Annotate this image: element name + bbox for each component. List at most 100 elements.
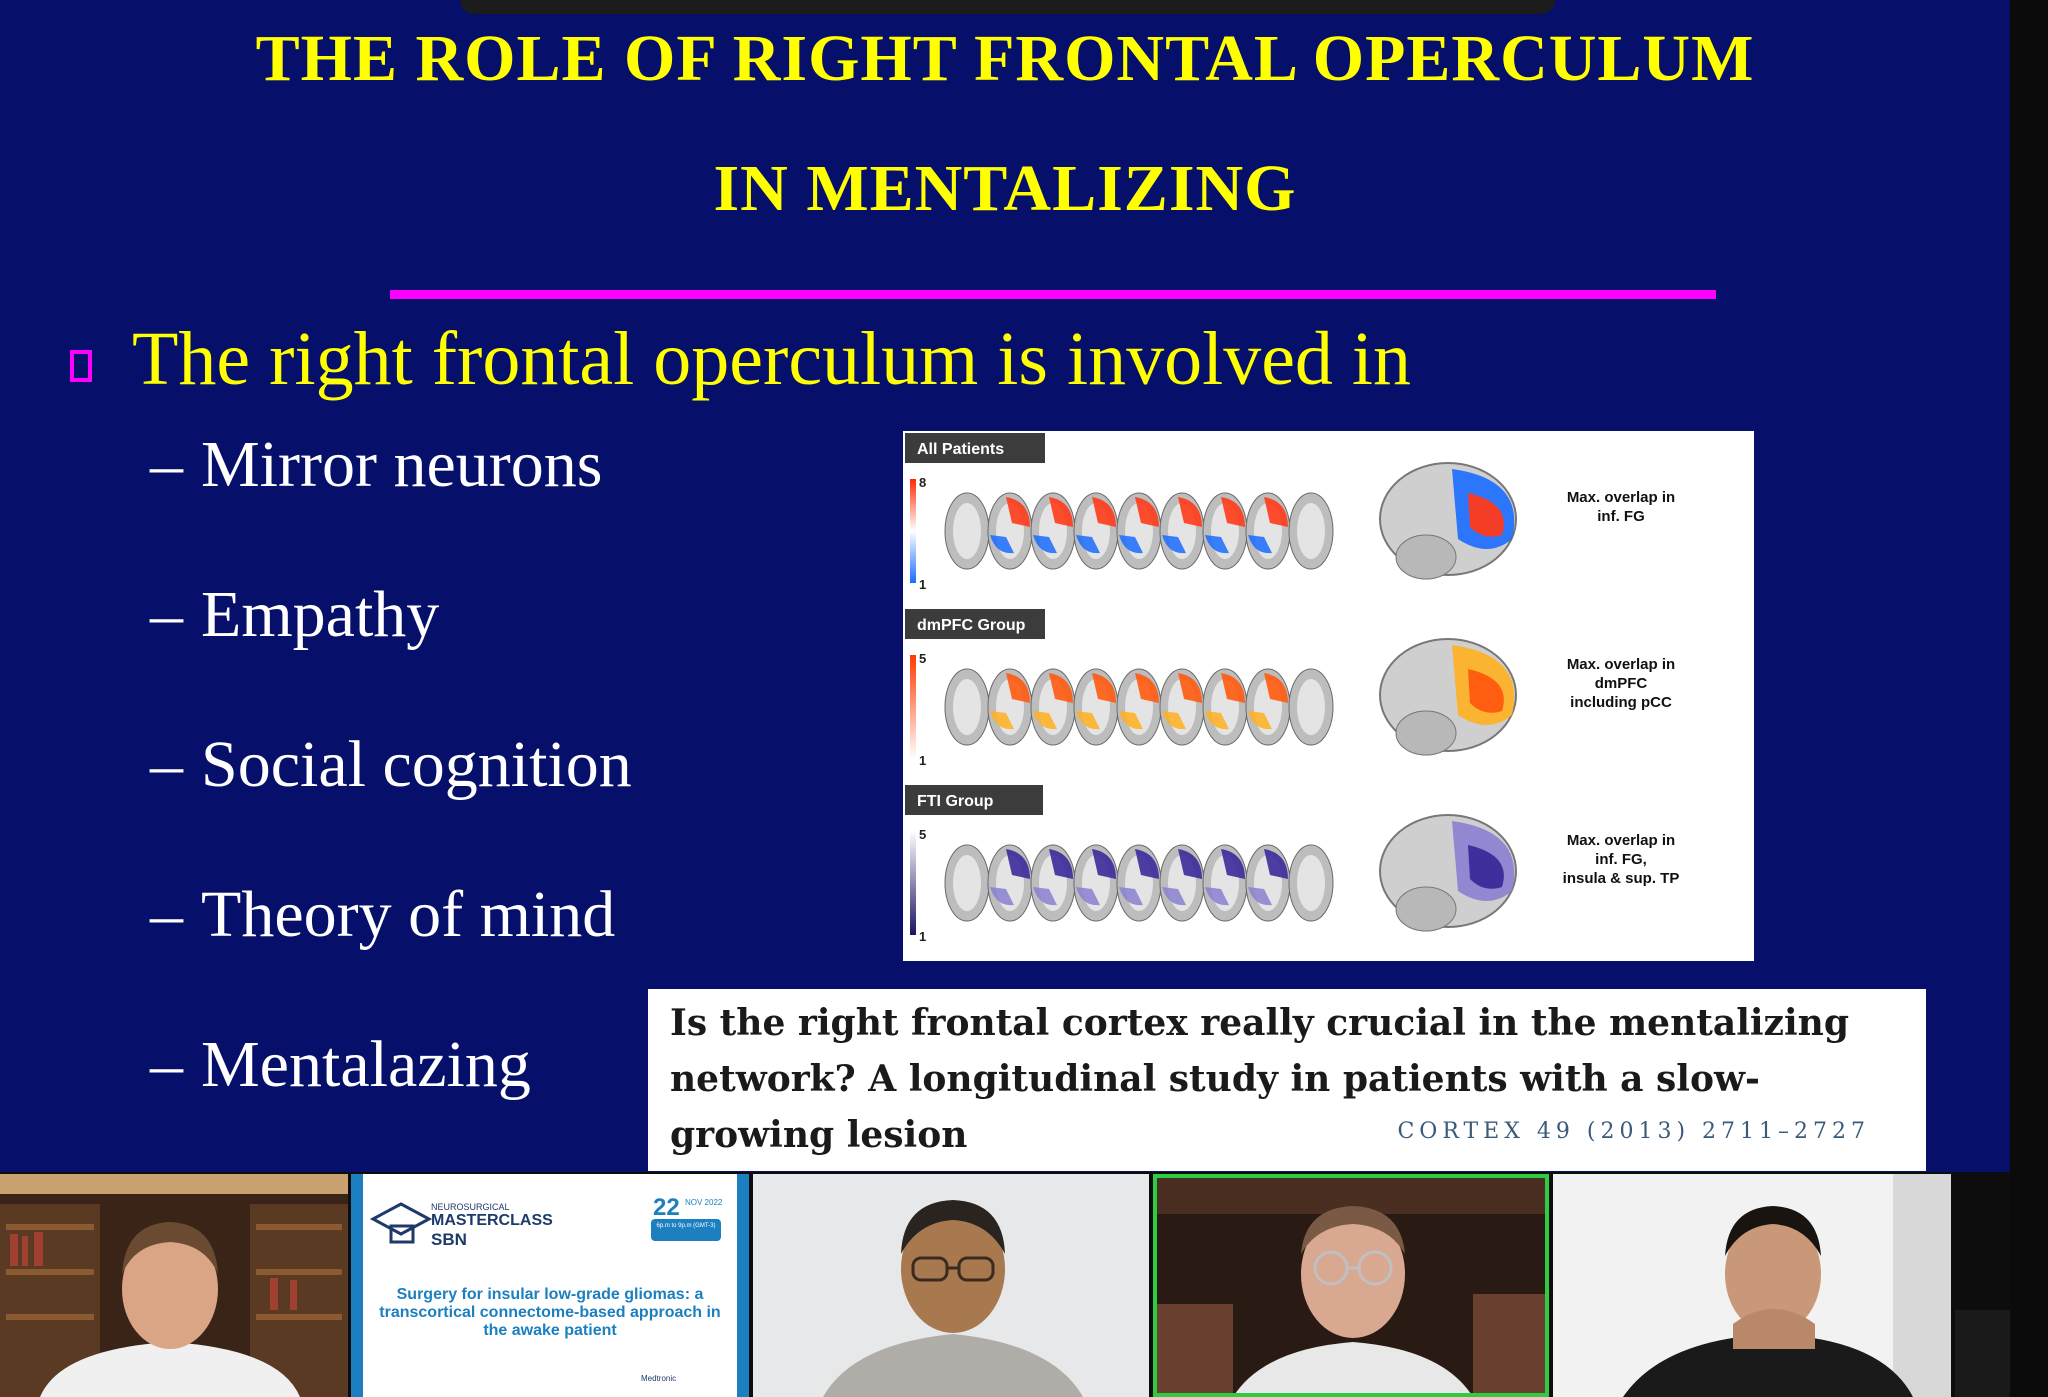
lesion-overlap [1205, 535, 1229, 554]
overlap-caption: Max. overlap in [1567, 489, 1675, 506]
color-scale-bar [910, 831, 916, 935]
lesion-overlap [1049, 673, 1073, 703]
participant-video [1553, 1174, 1951, 1397]
list-item: –Social cognition [150, 728, 632, 801]
row-label-chip [905, 609, 1045, 639]
banner-background [351, 1174, 749, 1397]
lesion-overlap [1006, 849, 1030, 879]
participant-video-tile[interactable] [753, 1174, 1149, 1397]
banner-date-day: 22 [653, 1194, 680, 1221]
scale-min-label: 1 [919, 753, 926, 768]
reference-citation: Is the right frontal cortex really cruci… [648, 989, 1926, 1171]
window-edge [2010, 0, 2048, 1397]
scale-max-label: 8 [919, 475, 926, 490]
participant-video-tile[interactable] [0, 1174, 348, 1397]
row-label: dmPFC Group [917, 617, 1026, 634]
lesion-overlap [1135, 497, 1159, 527]
lesion-overlap [1033, 711, 1057, 730]
overlap-caption: dmPFC [1595, 675, 1648, 692]
lesion-overlap [1092, 849, 1116, 879]
lesion-overlap [1178, 497, 1202, 527]
max-overlap-region [1468, 493, 1504, 537]
overlap-caption: Max. overlap in [1567, 656, 1675, 673]
banner-sponsor: Medtronic [641, 1374, 677, 1383]
lesion-overlap [1264, 849, 1288, 879]
cerebellum [1395, 886, 1457, 932]
list-item: –Mirror neurons [150, 428, 603, 501]
lesion-overlap [1092, 497, 1116, 527]
slice-white-matter [1297, 679, 1325, 735]
conference-banner-tile[interactable]: NEUROSURGICAL MASTERCLASS SBN 22 NOV 202… [351, 1174, 749, 1397]
banner-talk-title: Surgery for insular low-grade gliomas: a… [379, 1286, 721, 1339]
color-scale-bar [910, 479, 916, 583]
list-item: –Mentalazing [150, 1028, 531, 1101]
lesion-overlap [1178, 849, 1202, 879]
row-label-chip [905, 433, 1045, 463]
lesion-overlap [990, 711, 1014, 730]
lesion-overlap [990, 535, 1014, 554]
lesion-overlap [1162, 711, 1186, 730]
scale-min-label: 1 [919, 577, 926, 592]
lesion-overlap [990, 887, 1014, 906]
participant-video-tile[interactable] [1553, 1174, 1951, 1397]
square-bullet-icon [70, 350, 92, 382]
cerebellum [1395, 534, 1457, 580]
scale-max-label: 5 [919, 651, 926, 666]
row-label-chip [905, 785, 1043, 815]
lesion-overlap [1135, 673, 1159, 703]
lesion-overlap [1162, 887, 1186, 906]
max-overlap-region [1468, 669, 1504, 713]
lesion-overlap [1006, 673, 1030, 703]
lesion-overlap [1006, 497, 1030, 527]
reference-title: Is the right frontal cortex really cruci… [670, 1002, 1850, 1156]
slice-white-matter [953, 503, 981, 559]
lesion-overlap [1205, 711, 1229, 730]
slice-white-matter [1297, 503, 1325, 559]
lesion-overlap [1033, 887, 1057, 906]
list-item: –Theory of mind [150, 878, 616, 951]
reference-journal: CORTEX 49 (2013) 2711–2727 [1397, 1119, 1870, 1144]
lesion-overlap [1221, 497, 1245, 527]
lesion-overlap [1076, 887, 1100, 906]
lesion-overlap [1248, 887, 1272, 906]
lesion-overlap [1162, 535, 1186, 554]
overlap-caption: Max. overlap in [1567, 832, 1675, 849]
row-label: All Patients [917, 441, 1004, 458]
overlap-caption: inf. FG [1597, 508, 1645, 525]
gallery-edge [1955, 1310, 2010, 1397]
lesion-overlap [1092, 673, 1116, 703]
participant-video [1153, 1174, 1549, 1397]
screen-share-bar[interactable] [460, 0, 1555, 14]
banner-time: 6p.m to 9p.m (GMT-3) [656, 1223, 716, 1229]
lesion-overlap [1248, 535, 1272, 554]
lesion-overlap [1119, 887, 1143, 906]
lesion-overlap [1248, 711, 1272, 730]
lesion-overlap [1264, 497, 1288, 527]
slide-title-line2: IN MENTALIZING [713, 152, 1297, 225]
banner-date-month: NOV 2022 [685, 1198, 723, 1207]
slice-white-matter [1297, 855, 1325, 911]
lesion-overlap [1135, 849, 1159, 879]
title-divider [390, 290, 1716, 299]
banner-brand-sub: SBN [431, 1230, 467, 1249]
participant-video [753, 1174, 1149, 1397]
lesion-overlap [1033, 535, 1057, 554]
banner-brand-main: MASTERCLASS [431, 1212, 553, 1229]
slice-white-matter [953, 679, 981, 735]
cerebellum [1395, 710, 1457, 756]
slide-title-line1: THE ROLE OF RIGHT FRONTAL OPERCULUM [255, 22, 1755, 95]
overlap-caption: inf. FG, [1595, 851, 1647, 868]
lesion-overlap [1264, 673, 1288, 703]
lesion-overlap [1178, 673, 1202, 703]
lesion-overlap [1076, 711, 1100, 730]
row-label: FTI Group [917, 793, 994, 810]
active-speaker-video-tile[interactable] [1153, 1174, 1549, 1397]
participant-video [0, 1174, 348, 1397]
lesion-overlap [1049, 849, 1073, 879]
lesion-overlap [1221, 849, 1245, 879]
list-item: –Empathy [150, 578, 440, 651]
color-scale-bar [910, 655, 916, 759]
